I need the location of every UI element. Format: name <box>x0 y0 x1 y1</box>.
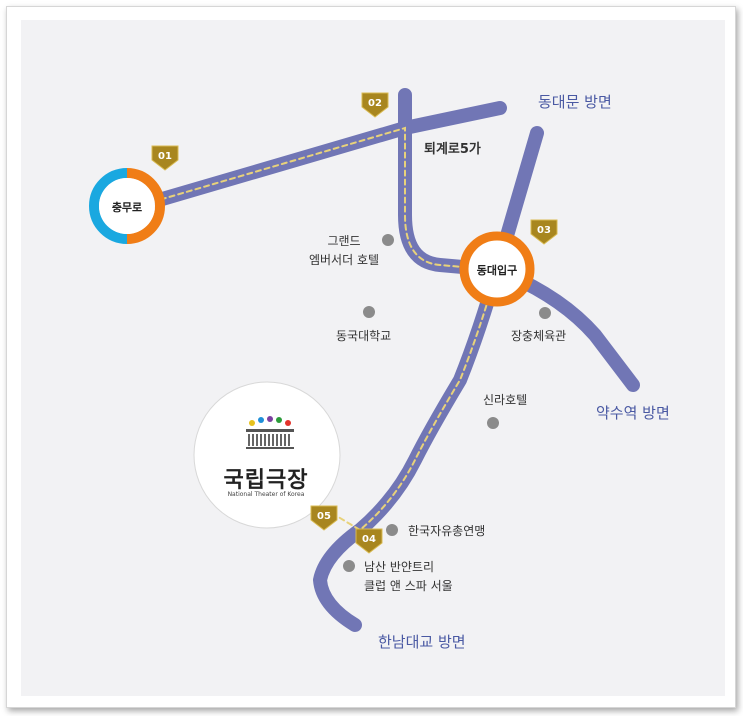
landmark-line: 엠버서더 호텔 <box>308 253 380 267</box>
station-ring <box>459 231 535 307</box>
dot-dongguk <box>363 306 375 318</box>
landmark-dongguk: 동국대학교 <box>336 329 392 343</box>
landmark-line: 그랜드 <box>327 234 361 248</box>
badge-04[interactable] <box>355 528 383 554</box>
emblem-dot <box>276 417 282 423</box>
badge-number: 02 <box>368 98 382 109</box>
badge-number: 01 <box>158 151 172 162</box>
exit-badges <box>151 92 558 554</box>
emblem-dot <box>267 416 273 422</box>
landmark-line: 클럽 앤 스파 서울 <box>364 579 453 593</box>
dot-banyan-tree <box>343 560 355 572</box>
emblem-roof <box>246 429 294 432</box>
landmark-jangchung: 장충체육관 <box>511 329 567 343</box>
line4-arc <box>126 168 165 244</box>
theater-english-name: National Theater of Korea <box>227 491 305 498</box>
theater-logo-circle <box>193 381 341 529</box>
landmark-dots <box>343 234 551 572</box>
station-label-dongdae: 동대입구 <box>476 264 518 277</box>
badge-number: 04 <box>362 534 376 545</box>
badge-number: 05 <box>317 511 331 522</box>
theater-circle <box>193 381 341 529</box>
badge-number: 03 <box>537 225 551 236</box>
emblem-dot <box>258 417 264 423</box>
emblem-base <box>246 447 294 449</box>
theater-emblem <box>246 416 294 449</box>
direction-hannam: 한남대교 방면 <box>378 633 466 651</box>
walking-route <box>134 126 499 532</box>
station-chungmuro[interactable] <box>89 168 165 244</box>
direction-dongdaemun: 동대문 방면 <box>538 93 612 111</box>
badge-numbers: 01 02 03 04 05 <box>158 98 551 545</box>
landmark-shilla: 신라호텔 <box>483 393 528 407</box>
emblem-columns <box>248 434 290 446</box>
direction-yaksu: 약수역 방면 <box>596 404 670 422</box>
dot-grand-ambassador <box>382 234 394 246</box>
station-dongdae[interactable] <box>459 231 535 307</box>
dot-shilla <box>487 417 499 429</box>
badge-02[interactable] <box>361 92 389 118</box>
theater-name: 국립극장 <box>223 468 309 493</box>
badge-05[interactable] <box>310 505 338 531</box>
dot-freedom-league <box>386 524 398 536</box>
road-label-toegyero5ga: 퇴계로5가 <box>424 142 481 157</box>
station-inner <box>99 178 155 234</box>
emblem-dot <box>249 420 255 426</box>
dot-jangchung <box>539 307 551 319</box>
landmark-line: 남산 반얀트리 <box>364 560 435 574</box>
landmark-grand-ambassador: 그랜드 엠버서더 호텔 <box>309 232 379 270</box>
station-label-chungmuro: 충무로 <box>111 201 143 214</box>
badge-03[interactable] <box>530 219 558 245</box>
landmark-banyan-tree: 남산 반얀트리 클럽 앤 스파 서울 <box>364 558 453 596</box>
emblem-dot <box>285 420 291 426</box>
route-dashes <box>134 126 499 532</box>
badge-01[interactable] <box>151 145 179 171</box>
line3-arc <box>89 168 128 244</box>
landmark-freedom-league: 한국자유총연맹 <box>408 524 486 538</box>
